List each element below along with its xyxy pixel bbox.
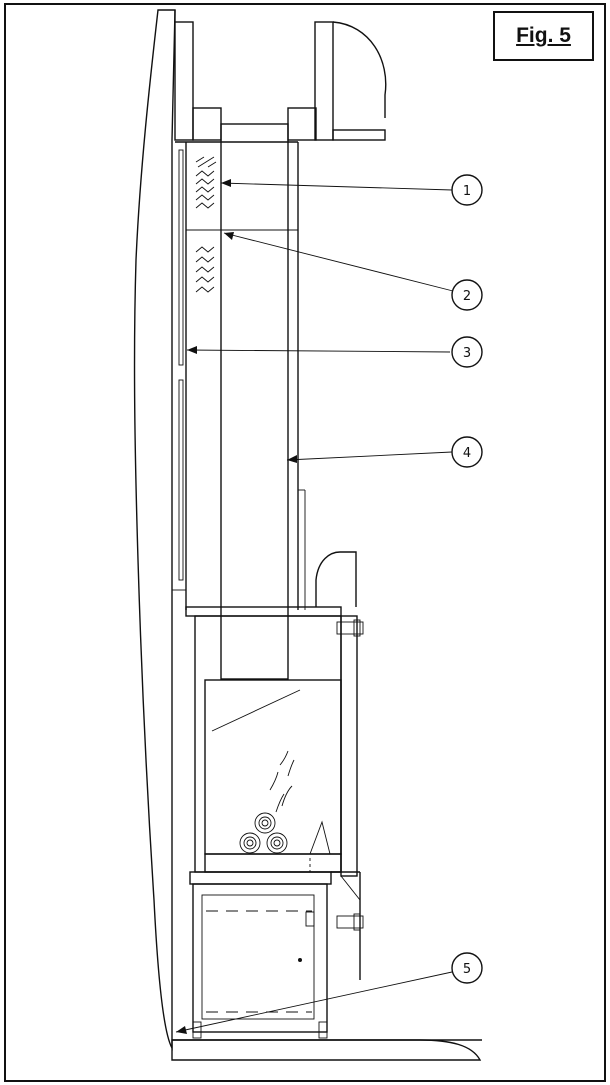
callout-1: 1: [451, 174, 483, 206]
door-hinge-upper: [336, 619, 364, 637]
floor-hatched: [171, 1039, 482, 1061]
vent-grille-upper: [195, 156, 217, 209]
outer-frame: [4, 3, 606, 1082]
callout-2-label: 2: [463, 289, 471, 304]
figure-label: Fig. 5: [493, 11, 594, 61]
storage-cabinet: [192, 883, 328, 1033]
callout-1-label: 1: [463, 184, 471, 199]
callout-5: 5: [451, 952, 483, 984]
stove-back-handle: [315, 551, 357, 607]
insulation-left: [192, 107, 222, 141]
flue-pipe: [220, 123, 289, 680]
firebox-base: [204, 853, 342, 873]
wall-hatched: [133, 9, 176, 1051]
cabinet-top: [189, 871, 332, 885]
callout-3: 3: [451, 336, 483, 368]
stove-front-door: [340, 615, 358, 877]
upper-chimney-outline: [332, 21, 387, 118]
stove-top-plate: [185, 606, 342, 617]
cabinet-knob: [298, 958, 302, 962]
callout-5-label: 5: [463, 962, 471, 977]
insulation-right: [287, 107, 317, 141]
ceiling-right-block: [314, 21, 334, 141]
vent-grille-lower: [195, 246, 215, 293]
callout-3-label: 3: [463, 346, 471, 361]
door-hinge-lower: [336, 913, 364, 931]
firebox-window: [204, 679, 342, 855]
callout-4-label: 4: [463, 446, 471, 461]
ceiling-slab: [332, 129, 386, 141]
leader-lines: [175, 179, 454, 1034]
ceiling-left-block: [174, 21, 194, 141]
callout-2: 2: [451, 279, 483, 311]
logs: [239, 812, 331, 872]
stove-body: [194, 615, 342, 873]
flames: [269, 750, 295, 813]
callout-4: 4: [451, 436, 483, 468]
